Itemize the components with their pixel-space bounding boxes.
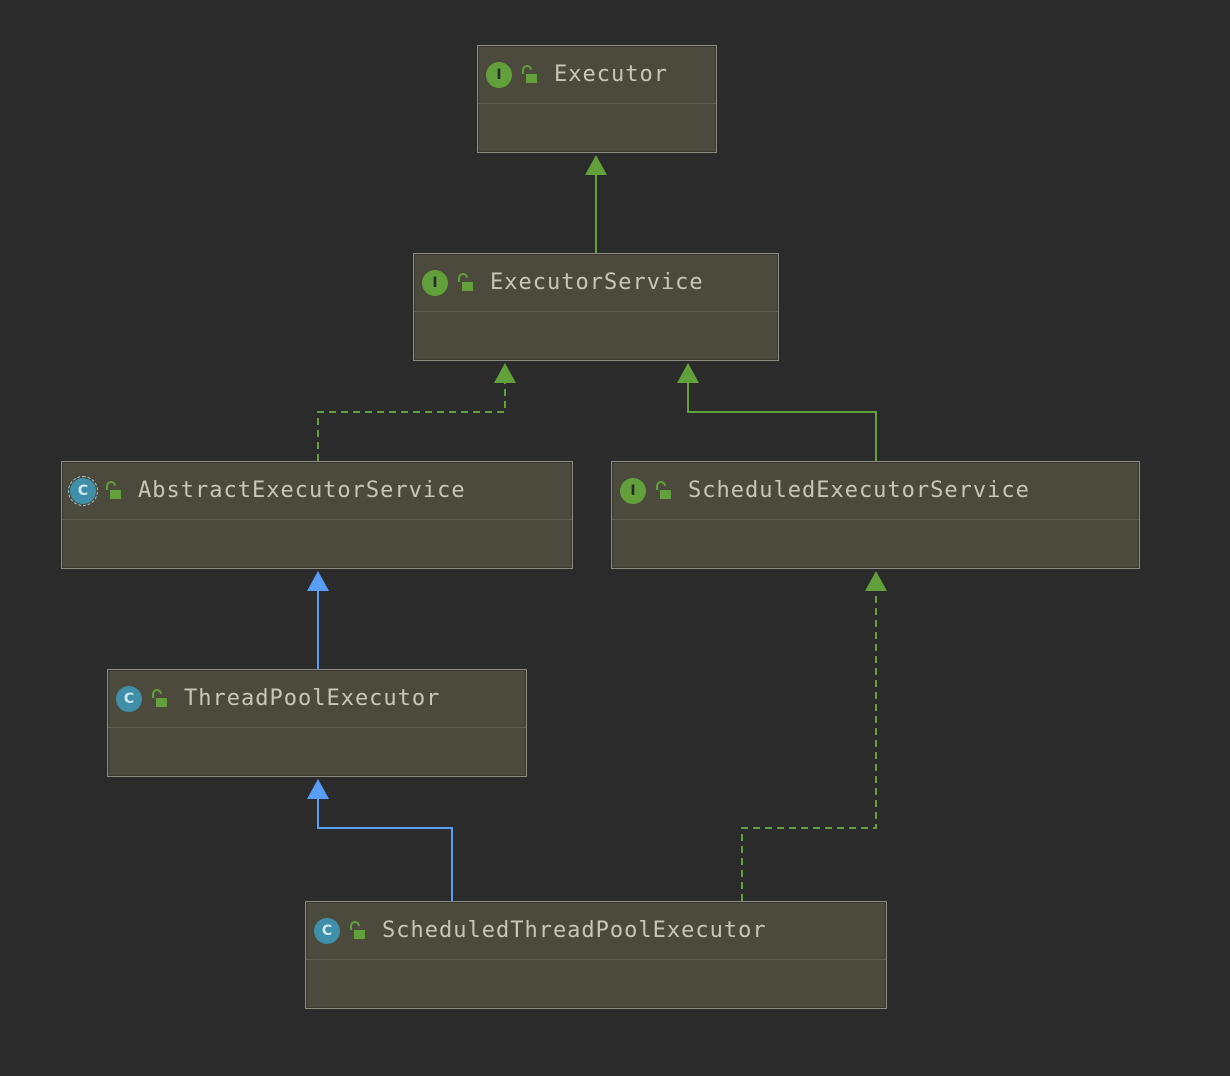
edge-scheduled-thread-pool-executor-to-thread-pool-executor — [307, 779, 453, 901]
edge-scheduled-executor-service-to-executor-service — [677, 363, 877, 461]
arrowhead-icon — [307, 571, 329, 591]
node-title: ScheduledExecutorService — [688, 478, 1030, 503]
node-title: ScheduledThreadPoolExecutor — [382, 918, 767, 943]
node-members-section — [108, 728, 526, 774]
interface-icon: I — [422, 269, 448, 296]
public-lock-icon — [454, 272, 476, 294]
edge-line — [687, 383, 877, 461]
public-lock-icon — [652, 480, 674, 502]
node-header: C AbstractExecutorService — [62, 462, 572, 520]
node-header: C ThreadPoolExecutor — [108, 670, 526, 728]
node-title: AbstractExecutorService — [138, 478, 466, 503]
arrowhead-icon — [307, 779, 329, 799]
node-header: I ScheduledExecutorService — [612, 462, 1139, 520]
interface-icon: I — [620, 477, 646, 504]
node-executor-service[interactable]: I ExecutorService — [413, 253, 779, 361]
edge-line — [741, 591, 877, 901]
node-title: ThreadPoolExecutor — [184, 686, 441, 711]
arrowhead-icon — [865, 571, 887, 591]
class-icon: C — [314, 917, 340, 944]
node-header: I ExecutorService — [414, 254, 778, 312]
node-members-section — [478, 104, 716, 150]
node-scheduled-thread-pool-executor[interactable]: C ScheduledThreadPoolExecutor — [305, 901, 887, 1009]
edge-scheduled-thread-pool-executor-to-scheduled-executor-service — [741, 571, 887, 901]
node-members-section — [414, 312, 778, 358]
node-title: Executor — [554, 62, 668, 87]
interface-icon: I — [486, 61, 512, 88]
node-header: C ScheduledThreadPoolExecutor — [306, 902, 886, 960]
node-header: I Executor — [478, 46, 716, 104]
class-icon: C — [116, 685, 142, 712]
arrowhead-icon — [677, 363, 699, 383]
edge-line — [317, 383, 506, 461]
edge-executor-service-to-executor — [585, 155, 607, 253]
edge-line — [317, 799, 453, 901]
node-scheduled-executor-service[interactable]: I ScheduledExecutorService — [611, 461, 1140, 569]
node-thread-pool-executor[interactable]: C ThreadPoolExecutor — [107, 669, 527, 777]
node-members-section — [612, 520, 1139, 566]
node-members-section — [62, 520, 572, 566]
node-executor[interactable]: I Executor — [477, 45, 717, 153]
node-abstract-executor-service[interactable]: C AbstractExecutorService — [61, 461, 573, 569]
node-title: ExecutorService — [490, 270, 704, 295]
public-lock-icon — [518, 64, 540, 86]
public-lock-icon — [102, 480, 124, 502]
abstract-class-icon: C — [68, 475, 98, 506]
arrowhead-icon — [494, 363, 516, 383]
edge-abstract-executor-service-to-executor-service — [317, 363, 516, 461]
edge-thread-pool-executor-to-abstract-executor-service — [307, 571, 329, 669]
arrowhead-icon — [585, 155, 607, 175]
public-lock-icon — [148, 688, 170, 710]
public-lock-icon — [346, 920, 368, 942]
node-members-section — [306, 960, 886, 1006]
